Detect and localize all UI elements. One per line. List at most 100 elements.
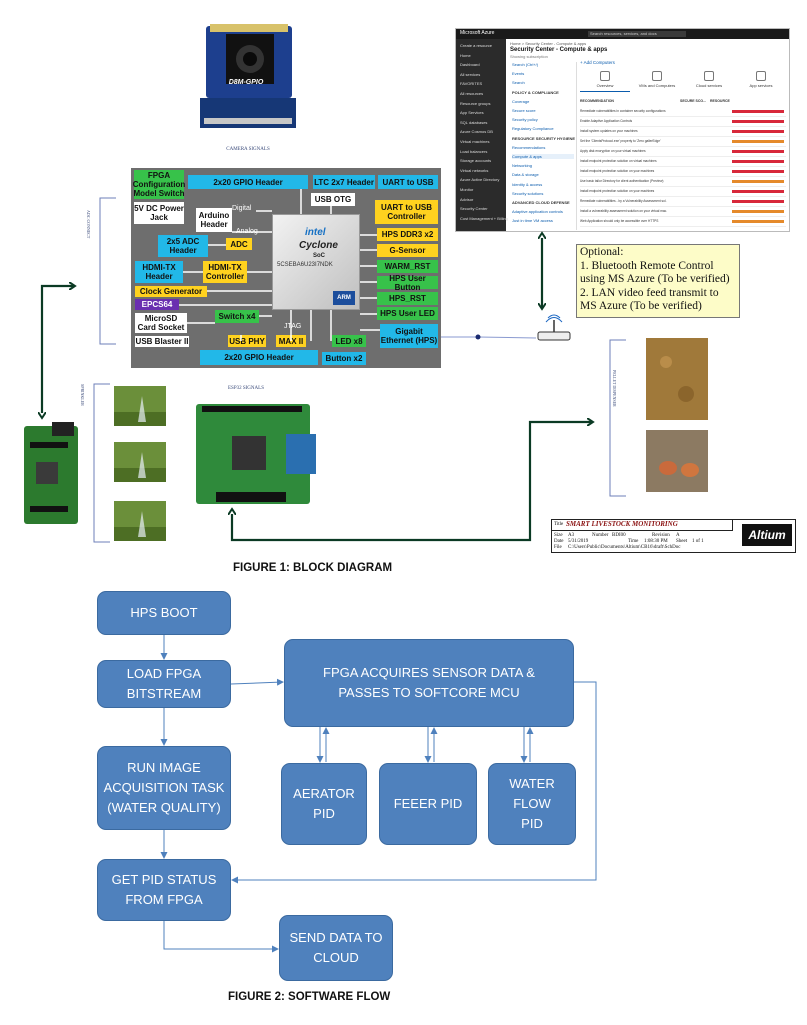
azure-add-computers-button[interactable]: + Add Computers — [580, 60, 615, 65]
revision-label: Revision — [652, 533, 670, 538]
cyclone-soc-chip: intel Cyclone SoC 5CSEBA6U23I7NDK ARM — [272, 214, 360, 310]
azure-table-row[interactable]: Web Application should only be accessibl… — [580, 217, 786, 227]
pellet-image-1 — [646, 338, 708, 420]
azure-nav-item[interactable]: Create a resource — [460, 43, 493, 48]
azure-menu-item[interactable]: Regulatory Compliance — [512, 126, 554, 132]
time-value: 1:08:30 PM — [644, 539, 668, 544]
azure-table-header-cell: RECOMMENDATION — [580, 99, 614, 103]
azure-table-row[interactable]: Use basic tailor Directory for client au… — [580, 177, 786, 187]
azure-menu-item[interactable]: RESOURCE SECURITY HYGIENE — [512, 135, 576, 141]
azure-nav-item[interactable]: Cost Management + Billing — [460, 215, 508, 221]
hps-user-button: HPS User Button — [377, 274, 438, 292]
azure-menu-item[interactable]: Adaptive application controls — [512, 209, 563, 215]
azure-table-row[interactable]: Remediate vulnerabilities in container s… — [580, 107, 786, 117]
flow-box-hps-boot: HPS BOOT — [97, 591, 231, 635]
azure-row-bar — [732, 140, 784, 143]
azure-nav-item[interactable]: Load balancers — [460, 148, 488, 154]
azure-menu-item[interactable]: Security solutions — [512, 190, 544, 196]
azure-nav-item[interactable]: All services — [460, 71, 481, 77]
azure-nav-item[interactable]: Security Center — [460, 206, 488, 212]
flow-box-get-pid: GET PID STATUS FROM FPGA — [97, 859, 231, 921]
optional-note-title: Optional: — [580, 246, 624, 258]
azure-menu-item[interactable]: Secure score — [512, 108, 536, 113]
azure-nav-item[interactable]: Azure Cosmos DB — [460, 129, 493, 135]
azure-nav-item[interactable]: Storage accounts — [460, 158, 492, 164]
azure-menu-item[interactable]: Search (Ctrl+/) — [512, 62, 539, 67]
optional-note-line1: 1. Bluetooth Remote Control using MS Azu… — [580, 259, 730, 286]
time-label: Time — [628, 539, 639, 544]
azure-row-bar — [732, 150, 784, 153]
azure-tab[interactable]: App services — [736, 69, 786, 91]
azure-menu-item[interactable]: Networking — [512, 163, 533, 169]
azure-search-input[interactable]: Search resources, services, and docs — [588, 31, 686, 37]
azure-menu-item[interactable]: ADVANCED CLOUD DEFENSE — [512, 200, 570, 205]
date-label: Date — [554, 539, 564, 544]
router-icon — [537, 314, 571, 341]
azure-menu-item[interactable]: Recommendations — [512, 144, 546, 150]
azure-tab[interactable]: Cloud services — [684, 69, 734, 91]
azure-nav-item[interactable]: Monitor — [460, 187, 474, 192]
azure-table-row[interactable]: Install endpoint protection solution on … — [580, 187, 786, 197]
max-ii: MAX II — [276, 335, 306, 347]
clock-generator: Clock Generator — [135, 286, 207, 297]
azure-nav-item[interactable]: FAVORITES — [460, 81, 483, 87]
azure-menu-item[interactable]: Just in time VM access — [512, 218, 553, 224]
adc-chip: ADC — [226, 238, 252, 250]
azure-nav-item[interactable]: SQL databases — [460, 119, 488, 125]
azure-table-row[interactable]: Set the 'ClientsProtocol.exe' property t… — [580, 137, 786, 147]
azure-row-label: Install system updates on your machines — [580, 129, 638, 133]
digital-label: Digital — [232, 205, 252, 212]
azure-nav-item[interactable]: Virtual machines — [460, 139, 490, 144]
azure-nav-item[interactable]: Advisor — [460, 196, 474, 202]
azure-menu-item[interactable]: Security policy — [512, 117, 538, 123]
azure-menu-item[interactable]: Events — [512, 71, 525, 77]
azure-nav-item[interactable]: Dashboard — [460, 62, 480, 68]
azure-table-row[interactable]: Install system updates on your machines — [580, 127, 786, 137]
flow-box-load-fpga: LOAD FPGA BITSTREAM — [97, 660, 231, 708]
sprinkler-bracket — [93, 383, 110, 543]
azure-table-row[interactable]: Install endpoint protection solution on … — [580, 167, 786, 177]
azure-menu-item[interactable]: Search — [512, 80, 525, 86]
uart-to-usb: UART to USB — [378, 175, 438, 189]
azure-table-row[interactable]: Enable Adaptive Application Controls — [580, 117, 786, 127]
arm-logo: ARM — [333, 291, 355, 305]
azure-nav-item[interactable]: App Services — [460, 110, 484, 116]
azure-tab[interactable]: VMs and Computers — [632, 69, 682, 91]
azure-tab-icon — [600, 71, 610, 81]
usb-blaster: USB Blaster II — [135, 336, 189, 347]
azure-nav-item[interactable]: Home — [460, 52, 471, 58]
azure-table-row[interactable]: Install a vulnerability assessment solut… — [580, 207, 786, 217]
ltc-header: LTC 2x7 Header — [313, 175, 375, 189]
revision-value: A — [676, 533, 680, 538]
azure-nav-item[interactable]: Resource groups — [460, 100, 491, 106]
esp32-board-image — [196, 404, 316, 504]
azure-menu-item[interactable]: Coverage — [512, 98, 530, 104]
azure-nav-item[interactable]: All resources — [460, 91, 484, 96]
gpio-header-bottom: 2x20 GPIO Header — [200, 350, 318, 365]
gigabit-ethernet: Gigabit Ethernet (HPS) — [380, 324, 438, 348]
azure-table-row[interactable]: Apply disk encryption on your virtual ma… — [580, 147, 786, 157]
flow-box-fpga-acquires: FPGA ACQUIRES SENSOR DATA & PASSES TO SO… — [284, 639, 574, 727]
gpio-header-top: 2x20 GPIO Header — [188, 175, 308, 189]
azure-row-bar — [732, 220, 784, 223]
azure-table-row[interactable]: Remediate vulnerabilities - by a Vulnera… — [580, 197, 786, 207]
azure-table: Remediate vulnerabilities in container s… — [580, 107, 786, 229]
azure-menu-item[interactable]: Data & storage — [512, 172, 539, 178]
azure-nav-item[interactable]: Virtual networks — [460, 167, 489, 173]
fpga-config-switch: FPGA Configuration Model Switch — [132, 170, 186, 199]
size-label: Size — [554, 533, 563, 538]
azure-menu-item[interactable]: Identity & access — [512, 181, 543, 187]
azure-menu-item[interactable]: Compute & apps — [512, 154, 574, 159]
azure-table-header-cell: SECURE SCO... — [680, 99, 707, 103]
azure-row-bar — [732, 190, 784, 193]
azure-row-label: Use basic tailor Directory for client au… — [580, 179, 664, 183]
azure-menu-item[interactable]: POLICY & COMPLIANCE — [512, 89, 559, 95]
azure-tab[interactable]: Overview — [580, 69, 630, 92]
azure-table-row[interactable]: Install endpoint protection solution on … — [580, 157, 786, 167]
azure-nav-item[interactable]: Azure Active Directory — [460, 177, 500, 183]
hps-user-led: HPS User LED — [377, 307, 438, 320]
adc-header: 2x5 ADC Header — [158, 235, 208, 257]
azure-row-label: Set the 'ClientsProtocol.exe' property t… — [580, 139, 661, 143]
camera-board-text: D8M-GPIO — [228, 79, 264, 86]
azure-row-bar — [732, 170, 784, 173]
